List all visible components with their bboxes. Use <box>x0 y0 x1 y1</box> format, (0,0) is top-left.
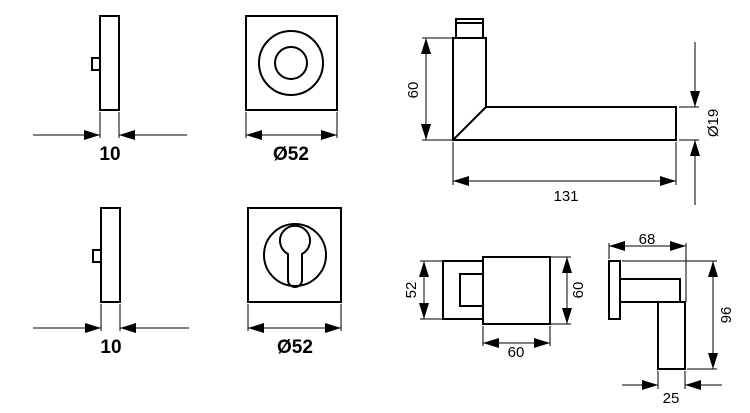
lever-handle-view: 60 131 Ø19 <box>405 18 722 205</box>
rose-side-view-bottom: 10 <box>33 207 189 358</box>
dimension-label: 10 <box>100 337 121 358</box>
handle-top-view: 52 60 60 <box>403 256 587 361</box>
dimension-label: Ø52 <box>273 144 309 165</box>
dimension-label: Ø52 <box>277 337 313 358</box>
height-label: 96 <box>718 307 735 324</box>
diameter-label: Ø19 <box>705 109 722 137</box>
height-label: 60 <box>405 82 422 99</box>
handle-side-view: 68 96 25 <box>608 231 735 407</box>
dimension-label: 10 <box>99 144 120 165</box>
length-label: 131 <box>553 188 578 205</box>
square-height-label: 60 <box>570 282 587 299</box>
rose-width-label: 52 <box>403 282 420 299</box>
rose-side-view-top: 10 <box>33 15 187 165</box>
width-label: 25 <box>663 390 680 407</box>
projection-label: 68 <box>639 231 656 248</box>
square-width-label: 60 <box>508 344 525 361</box>
keyhole-icon <box>279 224 311 288</box>
cylinder-rose-front-view: Ø52 <box>247 207 342 358</box>
rose-front-view-top: Ø52 <box>245 15 338 165</box>
